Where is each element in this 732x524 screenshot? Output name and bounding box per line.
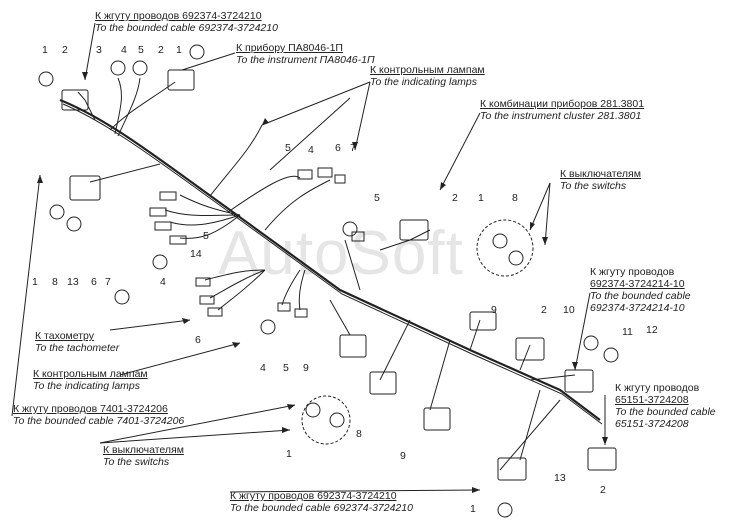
callout-en: To the indicating lamps bbox=[33, 380, 141, 392]
callout-en: To the bounded cable 692374-3724210 bbox=[95, 22, 278, 34]
callout-ru: К прибору ПА8046-1П bbox=[236, 42, 343, 54]
connector-2 bbox=[167, 69, 195, 91]
position-number: 7 bbox=[350, 142, 356, 154]
callout-indicating-lamps-bottom: К контрольным лампам To the indicating l… bbox=[33, 368, 148, 392]
position-number: 5 bbox=[203, 230, 209, 242]
position-number: 5 bbox=[285, 142, 291, 154]
position-number: 5 bbox=[138, 44, 144, 56]
callout-ru: К жгуту проводов 692374-3724210 bbox=[95, 10, 262, 22]
callout-en-code: 65151-3724208 bbox=[615, 418, 689, 430]
callout-switches-bottom: К выключателям To the switchs bbox=[103, 444, 184, 468]
callout-en: To the switchs bbox=[103, 456, 170, 468]
position-number: 9 bbox=[303, 362, 309, 374]
socket bbox=[297, 169, 313, 180]
callout-code: 65151-3724208 bbox=[615, 394, 689, 406]
main-trunk bbox=[59, 98, 601, 421]
position-number: 12 bbox=[646, 324, 658, 336]
connector-1 bbox=[61, 89, 89, 111]
position-number: 13 bbox=[554, 472, 566, 484]
callout-en: To the instrument ПА8046-1П bbox=[236, 54, 375, 66]
position-number: 2 bbox=[600, 484, 606, 496]
callout-en: To the bounded cable 7401-3724206 bbox=[13, 415, 185, 427]
callout-harness-65151-3724208: К жгуту проводов 65151-3724208 To the bo… bbox=[615, 382, 716, 430]
position-number: 11 bbox=[622, 326, 633, 338]
callout-en: To the switchs bbox=[560, 180, 627, 192]
callout-ru: К выключателям bbox=[560, 168, 641, 180]
position-number: 2 bbox=[452, 192, 458, 204]
callout-indicating-lamps-top: К контрольным лампам To the indicating l… bbox=[370, 64, 485, 88]
callout-en: To the bounded cable bbox=[615, 406, 716, 418]
position-number: 14 bbox=[190, 248, 202, 260]
callout-en: To the instrument cluster 281.3801 bbox=[480, 110, 642, 122]
connector-9d bbox=[469, 311, 497, 331]
position-number: 1 bbox=[42, 44, 48, 56]
callout-harness-692374-3724214-10: К жгуту проводов 692374-3724214-10 To th… bbox=[590, 266, 691, 314]
callout-ru: К выключателям bbox=[103, 444, 184, 456]
callout-instrument-cluster: К комбинации приборов 281.3801 To the in… bbox=[480, 98, 644, 122]
position-number: 1 bbox=[286, 448, 292, 460]
position-number: 13 bbox=[67, 276, 79, 288]
position-number: 4 bbox=[308, 144, 314, 156]
callout-instrument-pa8046: К прибору ПА8046-1П To the instrument ПА… bbox=[236, 42, 375, 66]
connector-2b bbox=[515, 337, 545, 361]
position-number: 1 bbox=[470, 503, 476, 515]
callout-ru: К тахометру bbox=[35, 330, 95, 342]
position-number: 2 bbox=[158, 44, 164, 56]
callout-en: To the bounded cable bbox=[590, 290, 691, 302]
callout-ru: К жгуту проводов 692374-3724210 bbox=[230, 490, 397, 502]
position-number: 4 bbox=[260, 362, 266, 374]
callout-en: To the indicating lamps bbox=[370, 76, 478, 88]
position-number: 5 bbox=[374, 192, 380, 204]
position-number: 8 bbox=[512, 192, 518, 204]
position-number: 9 bbox=[491, 304, 497, 316]
callout-en: To the tachometer bbox=[35, 342, 120, 354]
callout-harness-692374-3724210-bottom: К жгуту проводов 692374-3724210 To the b… bbox=[230, 490, 413, 514]
callout-code: 692374-3724214-10 bbox=[590, 278, 685, 290]
connector-cluster bbox=[399, 219, 429, 241]
position-number: 1 bbox=[478, 192, 484, 204]
position-number: 1 bbox=[176, 44, 182, 56]
callout-tachometer: К тахометру To the tachometer bbox=[35, 330, 119, 354]
callout-ru: К контрольным лампам bbox=[370, 64, 485, 76]
connector-9c bbox=[423, 407, 451, 431]
callout-ru: К жгуту проводов 7401-3724206 bbox=[13, 403, 168, 415]
position-number: 6 bbox=[91, 276, 97, 288]
connector-13 bbox=[69, 175, 101, 201]
position-number: 5 bbox=[283, 362, 289, 374]
callout-ru: К контрольным лампам bbox=[33, 368, 148, 380]
callout-en: To the bounded cable 692374-3724210 bbox=[230, 502, 413, 514]
callout-switches-right: К выключателям To the switchs bbox=[560, 168, 641, 192]
connector-9a bbox=[339, 334, 367, 358]
position-number: 7 bbox=[105, 276, 111, 288]
callout-ru: К комбинации приборов 281.3801 bbox=[480, 98, 645, 110]
position-number: 2 bbox=[541, 304, 547, 316]
connector-9b bbox=[369, 371, 397, 395]
position-number: 4 bbox=[121, 44, 127, 56]
connector-2c bbox=[587, 447, 617, 471]
position-number: 2 bbox=[62, 44, 68, 56]
connector-13b bbox=[497, 457, 527, 481]
connector-10 bbox=[564, 369, 594, 393]
position-number: 6 bbox=[195, 334, 201, 346]
position-number: 3 bbox=[96, 44, 102, 56]
position-number: 8 bbox=[52, 276, 58, 288]
position-number: 10 bbox=[563, 304, 575, 316]
callout-ru: К жгуту проводов bbox=[590, 266, 675, 278]
callout-harness-7401-3724206: К жгуту проводов 7401-3724206 To the bou… bbox=[13, 403, 184, 427]
position-number: 6 bbox=[335, 142, 341, 154]
callout-harness-692374-3724210: К жгуту проводов 692374-3724210 To the b… bbox=[95, 10, 278, 34]
position-number: 8 bbox=[356, 428, 362, 440]
callout-ru: К жгуту проводов bbox=[615, 382, 700, 394]
position-number: 4 bbox=[160, 276, 166, 288]
position-number: 9 bbox=[400, 450, 406, 462]
callout-en-code: 692374-3724214-10 bbox=[590, 302, 685, 314]
position-number: 1 bbox=[32, 276, 38, 288]
